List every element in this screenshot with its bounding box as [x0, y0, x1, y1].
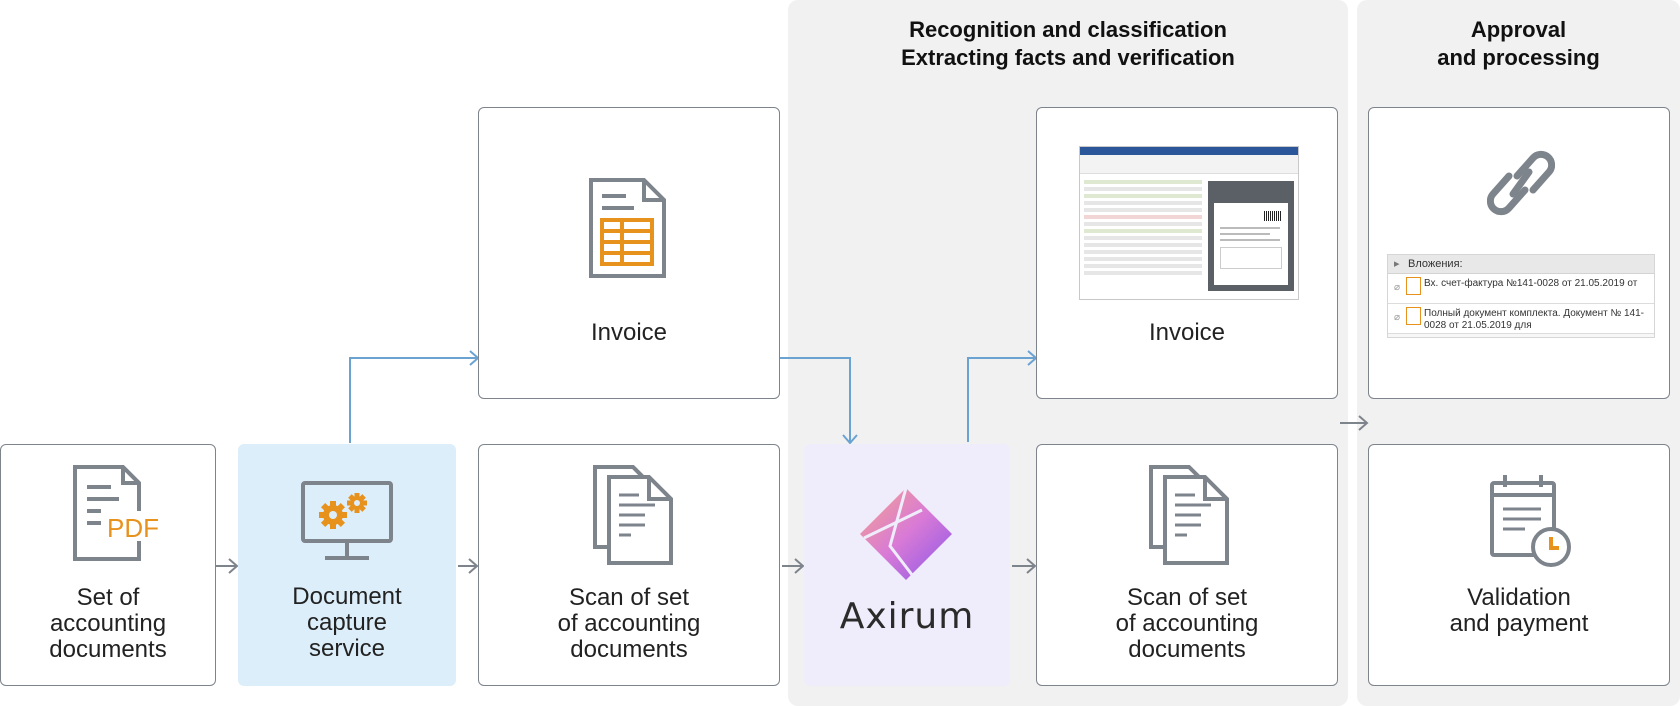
capture-service-box: Document capture service [238, 444, 456, 686]
pdf-file-icon [1406, 277, 1421, 295]
approval-section-title: Approval and processing [1437, 17, 1600, 70]
attachment-item[interactable]: ⌀ Полный документ комплекта. Документ № … [1388, 304, 1654, 334]
attachment-item[interactable]: ⌀ Вх. счет-фактура №141-0028 от 21.05.20… [1388, 274, 1654, 304]
paperclip-icon: ⌀ [1394, 282, 1401, 293]
attachments-header: Вложения: [1408, 258, 1463, 270]
monitor-gears-icon [301, 481, 393, 560]
arrow-axirum-to-invoice [967, 357, 1035, 442]
pdf-icon-label: PDF [107, 513, 159, 543]
set-of-documents-label: Set of accounting documents [49, 584, 167, 663]
stacked-documents-icon [1149, 465, 1229, 565]
link-chain-icon [1487, 150, 1555, 216]
scan-recognized-label: Scan of set of accounting documents [1115, 584, 1259, 663]
paperclip-icon: ⌀ [1394, 312, 1401, 323]
scan-box: Scan of set of accounting documents [478, 444, 780, 686]
arrow-invoice-to-axirum [780, 357, 851, 442]
invoice-label: Invoice [590, 319, 668, 346]
invoice-form-screenshot [1079, 146, 1299, 300]
validation-label: Validation and payment [1449, 584, 1589, 637]
attachment-item-label: Полный документ комплекта. Документ № 14… [1424, 308, 1644, 331]
invoice-recognized-label: Invoice [1148, 319, 1226, 346]
attachments-panel: ▸ Вложения: ⌀ Вх. счет-фактура №141-0028… [1387, 254, 1655, 338]
scan-recognized-box: Scan of set of accounting documents [1036, 444, 1338, 686]
expand-arrow-icon[interactable]: ▸ [1394, 258, 1400, 270]
validation-box: Validation and payment [1368, 444, 1670, 686]
invoice-recognized-box: Invoice [1036, 107, 1338, 399]
axirum-logo-icon [860, 487, 952, 581]
set-of-documents-box: PDF Set of accounting documents [0, 444, 216, 686]
axirum-wordmark: Axirum [839, 596, 975, 637]
spreadsheet-document-icon [589, 178, 666, 278]
pdf-file-icon [1406, 307, 1421, 325]
recognition-section-title: Recognition and classification Extractin… [901, 17, 1235, 70]
scan-label: Scan of set of accounting documents [557, 584, 701, 663]
arrow-capture-to-invoice [349, 357, 477, 443]
capture-service-label: Document capture service [292, 583, 402, 662]
pdf-document-icon: PDF [73, 465, 171, 561]
gray-arrows [216, 415, 1369, 574]
axirum-box: Axirum [804, 444, 1010, 686]
attachments-box: ▸ Вложения: ⌀ Вх. счет-фактура №141-0028… [1368, 107, 1670, 399]
invoice-box: Invoice [478, 107, 780, 399]
calendar-clock-icon [1490, 475, 1571, 567]
stacked-documents-icon [593, 465, 673, 565]
attachment-item-label: Вх. счет-фактура №141-0028 от 21.05.2019… [1424, 278, 1638, 289]
